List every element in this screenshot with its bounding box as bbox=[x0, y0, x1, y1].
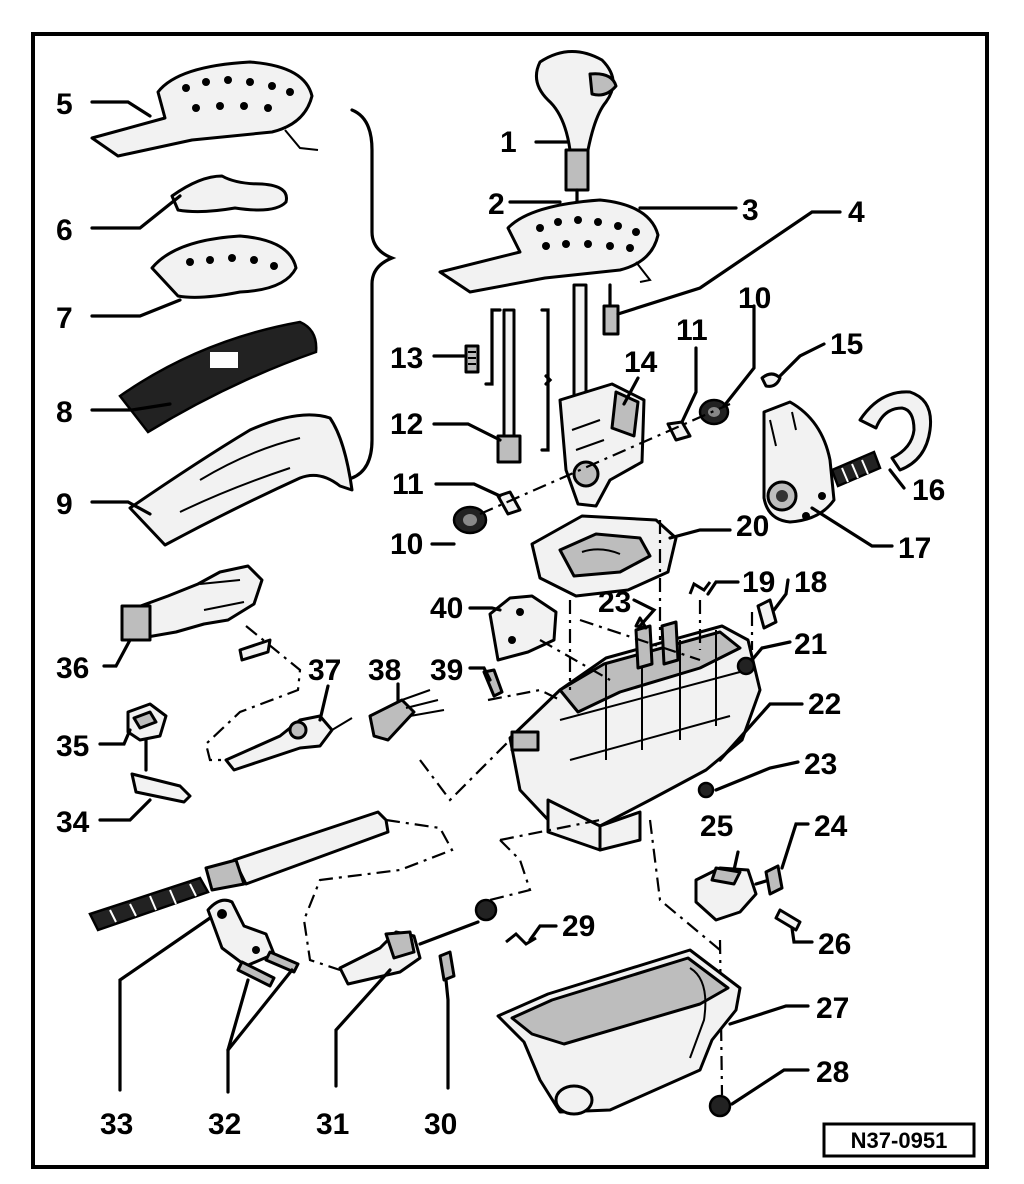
label-4: 4 bbox=[848, 196, 865, 229]
lock-cable-unit bbox=[120, 564, 302, 762]
guide-frame bbox=[128, 413, 354, 547]
label-10-upper: 10 bbox=[738, 282, 771, 315]
retaining-clip bbox=[760, 372, 782, 388]
frame bbox=[31, 32, 989, 1169]
label-19: 19 bbox=[742, 566, 775, 599]
label-34: 34 bbox=[56, 806, 90, 839]
label-6: 6 bbox=[56, 214, 73, 247]
switch-unit bbox=[694, 866, 778, 922]
clip-upper bbox=[666, 420, 692, 442]
brace bbox=[350, 108, 397, 480]
nut-lower bbox=[697, 781, 715, 799]
spring-clip-cable bbox=[368, 689, 445, 742]
label-14: 14 bbox=[624, 346, 658, 379]
insert-plate bbox=[150, 234, 298, 299]
nut-clip bbox=[764, 864, 784, 896]
spring-clip bbox=[688, 581, 712, 595]
label-29: 29 bbox=[562, 910, 595, 943]
gasket bbox=[170, 174, 288, 214]
label-37: 37 bbox=[308, 654, 341, 687]
label-23-lower: 23 bbox=[804, 748, 837, 781]
selector-trim-cover bbox=[438, 198, 660, 294]
label-31: 31 bbox=[316, 1108, 349, 1141]
cable-adjuster bbox=[338, 898, 498, 986]
label-9: 9 bbox=[56, 488, 73, 521]
label-11-upper: 11 bbox=[676, 314, 708, 347]
label-24: 24 bbox=[814, 810, 848, 843]
retaining-ring-and-spring bbox=[830, 390, 933, 488]
cable-bracket bbox=[488, 594, 558, 662]
label-35: 35 bbox=[56, 730, 89, 763]
selector-housing bbox=[508, 620, 762, 852]
reference-code: N37-0951 bbox=[851, 1128, 948, 1153]
label-40: 40 bbox=[430, 592, 463, 625]
shift-cable bbox=[88, 810, 454, 972]
housing-tray bbox=[496, 948, 742, 1116]
cable-end bbox=[224, 714, 353, 772]
bolts bbox=[236, 950, 300, 988]
label-13: 13 bbox=[390, 342, 423, 375]
label-39: 39 bbox=[430, 654, 463, 687]
upper-cover bbox=[90, 60, 319, 158]
label-20: 20 bbox=[736, 510, 769, 543]
label-25: 25 bbox=[700, 810, 733, 843]
holder-bracket bbox=[130, 772, 192, 804]
cable-holder bbox=[126, 702, 168, 772]
label-2: 2 bbox=[488, 188, 505, 221]
label-36: 36 bbox=[56, 652, 89, 685]
label-32: 32 bbox=[208, 1108, 241, 1141]
spring-pin bbox=[464, 344, 480, 374]
reference-code-box bbox=[822, 1122, 976, 1158]
pull-rod bbox=[496, 308, 522, 464]
clip-lower bbox=[496, 490, 522, 516]
label-16: 16 bbox=[912, 474, 945, 507]
label-22: 22 bbox=[808, 688, 841, 721]
label-11-lower: 11 bbox=[392, 468, 424, 501]
label-10-lower: 10 bbox=[390, 528, 423, 561]
label-5: 5 bbox=[56, 88, 73, 121]
selector-lever-assembly bbox=[558, 283, 646, 508]
nut-upper bbox=[736, 656, 756, 676]
cover-strip bbox=[118, 320, 318, 434]
label-1: 1 bbox=[500, 126, 517, 159]
locking-pin bbox=[602, 283, 620, 336]
label-27: 27 bbox=[816, 992, 849, 1025]
label-7: 7 bbox=[56, 302, 73, 335]
label-18: 18 bbox=[794, 566, 827, 599]
lock-clip bbox=[756, 598, 778, 630]
label-30: 30 bbox=[424, 1108, 457, 1141]
label-28: 28 bbox=[816, 1056, 849, 1089]
label-3: 3 bbox=[742, 194, 759, 227]
selector-lever-knob bbox=[534, 50, 618, 152]
plug bbox=[708, 1094, 732, 1118]
label-38: 38 bbox=[368, 654, 401, 687]
mounting-plate bbox=[762, 400, 836, 524]
label-15: 15 bbox=[830, 328, 863, 361]
label-12: 12 bbox=[390, 408, 423, 441]
bushing-upper bbox=[698, 398, 730, 426]
bushing-lower bbox=[452, 505, 488, 535]
cable-lever bbox=[206, 898, 276, 968]
label-33: 33 bbox=[100, 1108, 133, 1141]
label-21: 21 bbox=[794, 628, 827, 661]
label-23-upper: 23 bbox=[598, 586, 631, 619]
gate-frame bbox=[530, 514, 678, 598]
screw bbox=[774, 908, 802, 932]
label-8: 8 bbox=[56, 396, 73, 429]
label-26: 26 bbox=[818, 928, 851, 961]
label-17: 17 bbox=[898, 532, 931, 565]
locking-plate bbox=[438, 950, 456, 982]
